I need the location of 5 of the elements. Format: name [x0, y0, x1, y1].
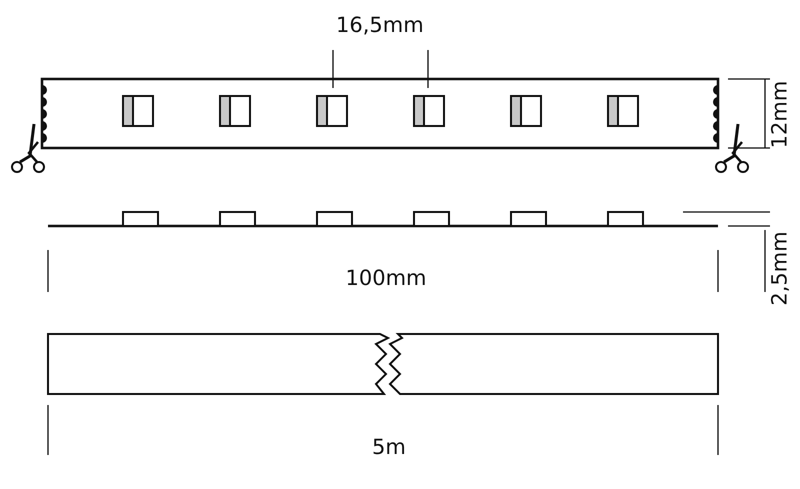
dimension-label: 16,5mm	[336, 14, 424, 36]
dimension-label: 100mm	[346, 268, 426, 288]
dimension-label: 12mm	[769, 80, 790, 148]
dimension-label: 5m	[372, 436, 406, 458]
dimension-label: 2,5mm	[770, 230, 791, 306]
